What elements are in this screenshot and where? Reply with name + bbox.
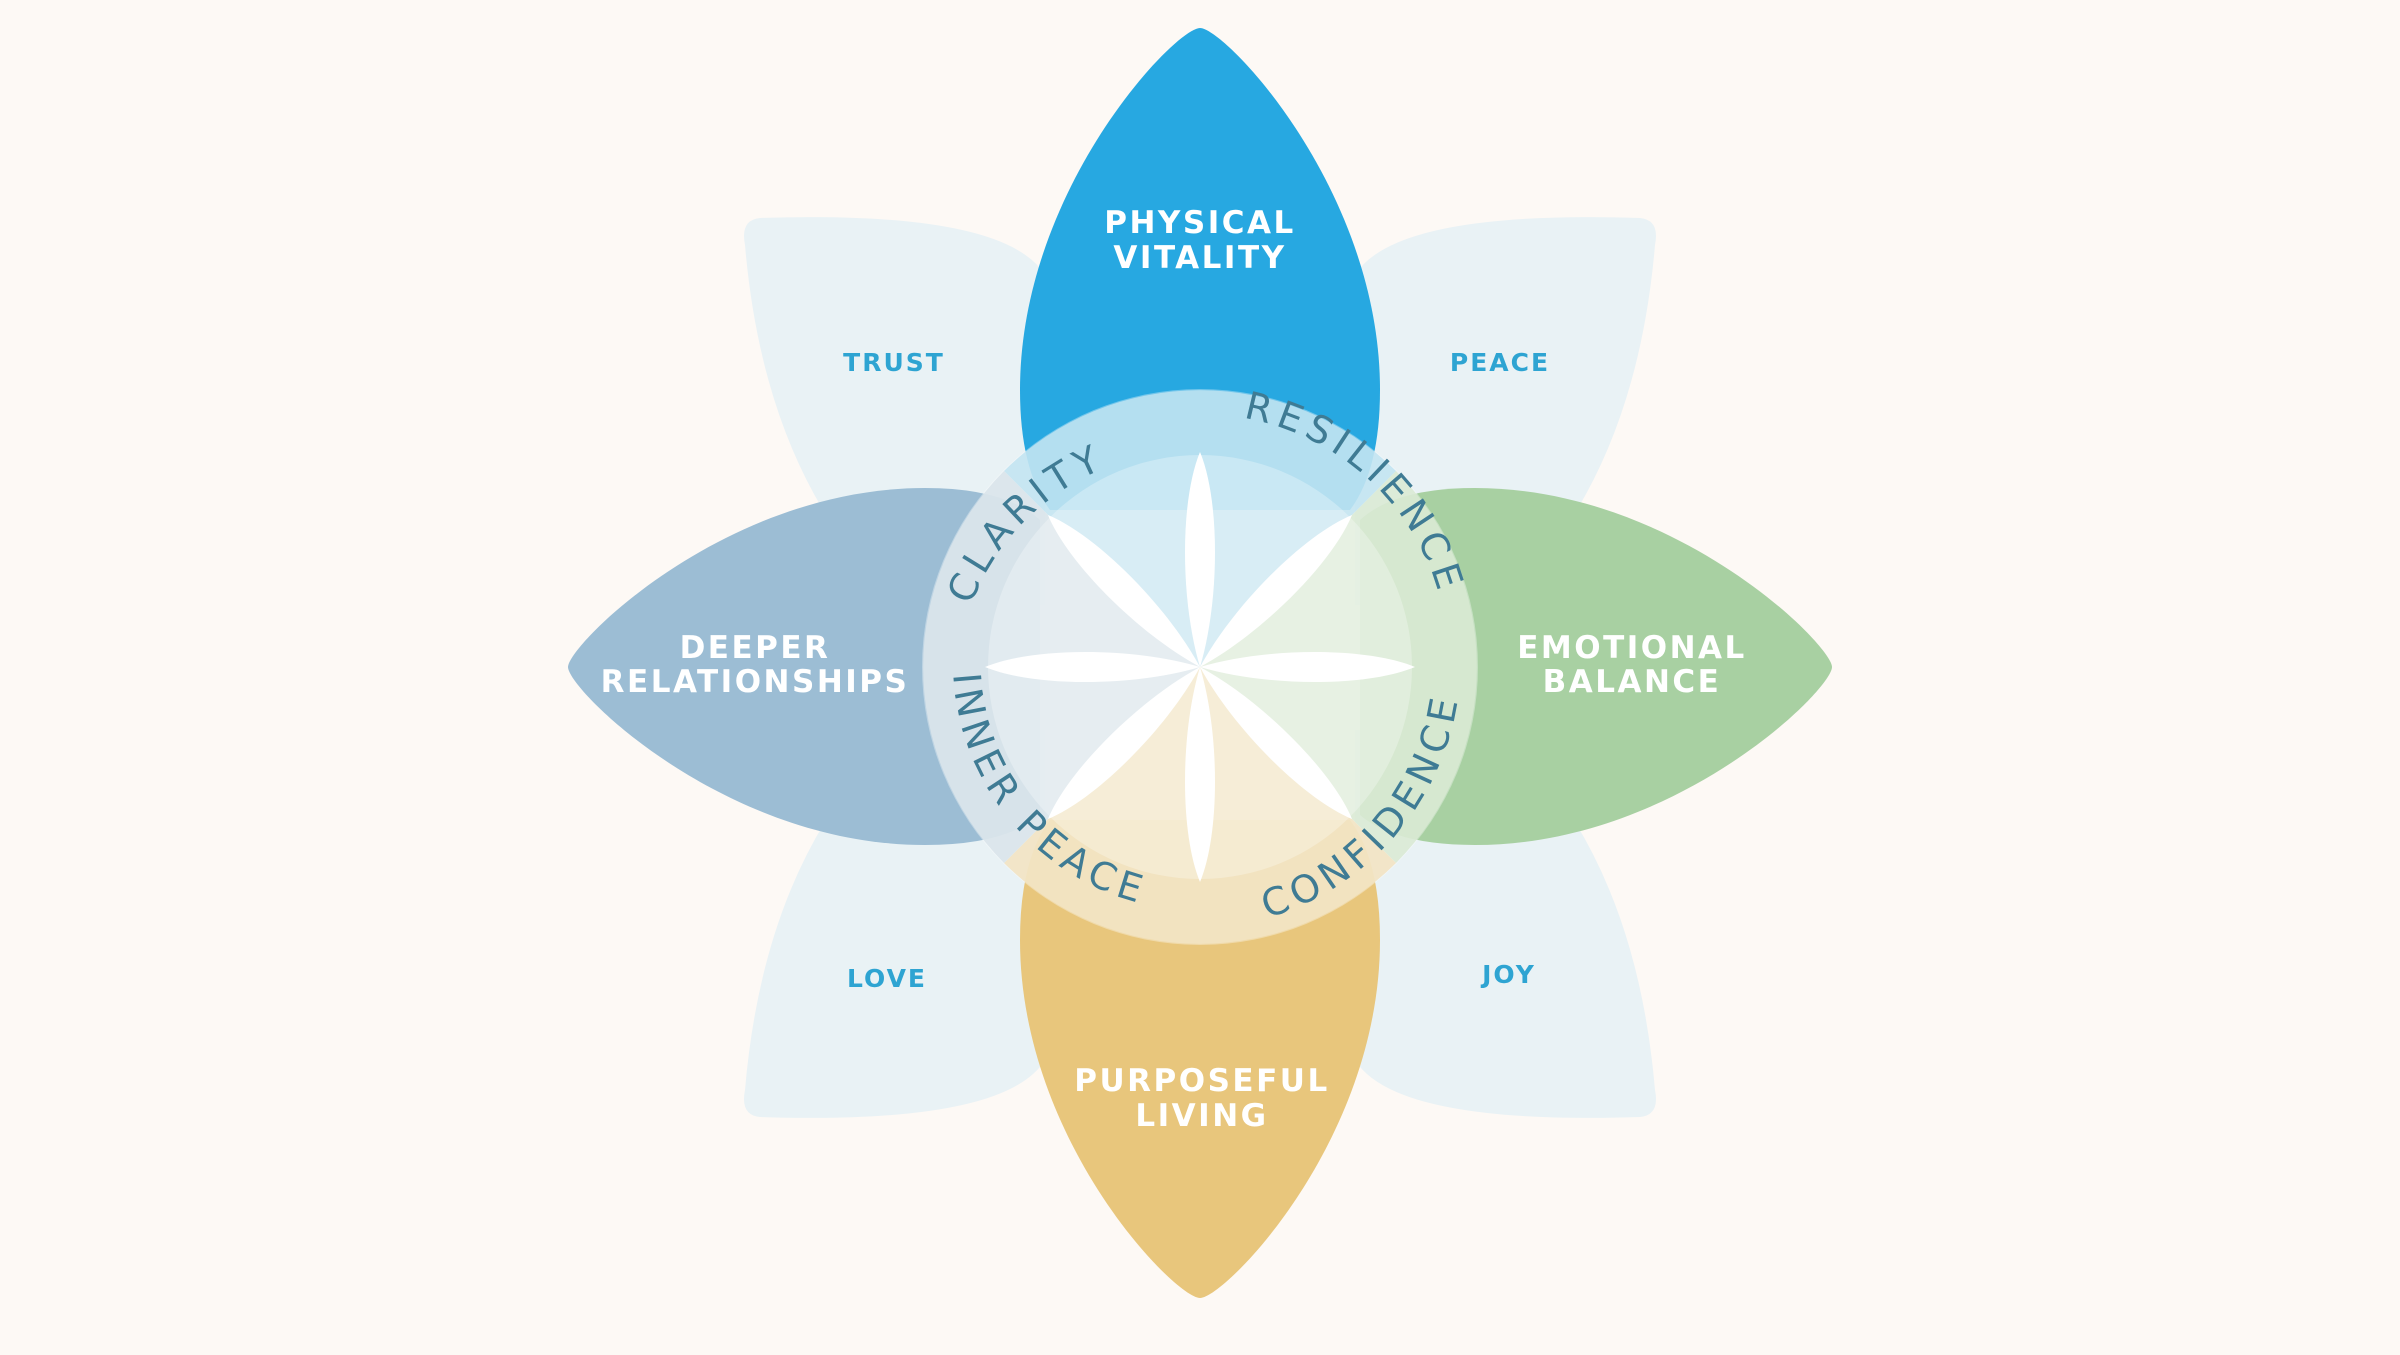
- label-purposeful-line1: PURPOSEFUL: [1074, 1063, 1329, 1099]
- minor-petal-labels: TRUST PEACE LOVE JOY: [843, 348, 1550, 993]
- label-trust: TRUST: [843, 348, 945, 377]
- label-emotional-line2: BALANCE: [1543, 664, 1722, 700]
- petal-emotional-balance: [1360, 488, 1832, 845]
- rosette-petal: [1185, 667, 1215, 882]
- label-peace: PEACE: [1450, 348, 1550, 377]
- petal-deeper-relationships: [568, 488, 1040, 845]
- label-physical-line2: VITALITY: [1113, 240, 1286, 276]
- rosette-petal: [1200, 667, 1353, 820]
- petal-purposeful-living: [1020, 820, 1380, 1298]
- major-petal-labels: PHYSICAL VITALITY EMOTIONAL BALANCE DEEP…: [601, 205, 1747, 1134]
- major-petals: [568, 28, 1832, 1298]
- rosette-petal: [1047, 667, 1200, 820]
- label-emotional-line1: EMOTIONAL: [1517, 630, 1747, 666]
- label-relationships-line1: DEEPER: [680, 630, 831, 666]
- label-purposeful-line2: LIVING: [1135, 1098, 1268, 1134]
- label-joy: JOY: [1480, 960, 1536, 989]
- petal-physical-vitality: [1020, 28, 1380, 510]
- rosette-petal: [1047, 514, 1200, 667]
- label-physical-line1: PHYSICAL: [1104, 205, 1295, 241]
- rosette-petal: [985, 652, 1200, 682]
- rosette-petal: [1185, 452, 1215, 667]
- center-rosette: [985, 452, 1415, 882]
- rosette-petal: [1200, 652, 1415, 682]
- rosette-petal: [1200, 514, 1353, 667]
- label-love: LOVE: [847, 964, 927, 993]
- label-relationships-line2: RELATIONSHIPS: [601, 664, 910, 700]
